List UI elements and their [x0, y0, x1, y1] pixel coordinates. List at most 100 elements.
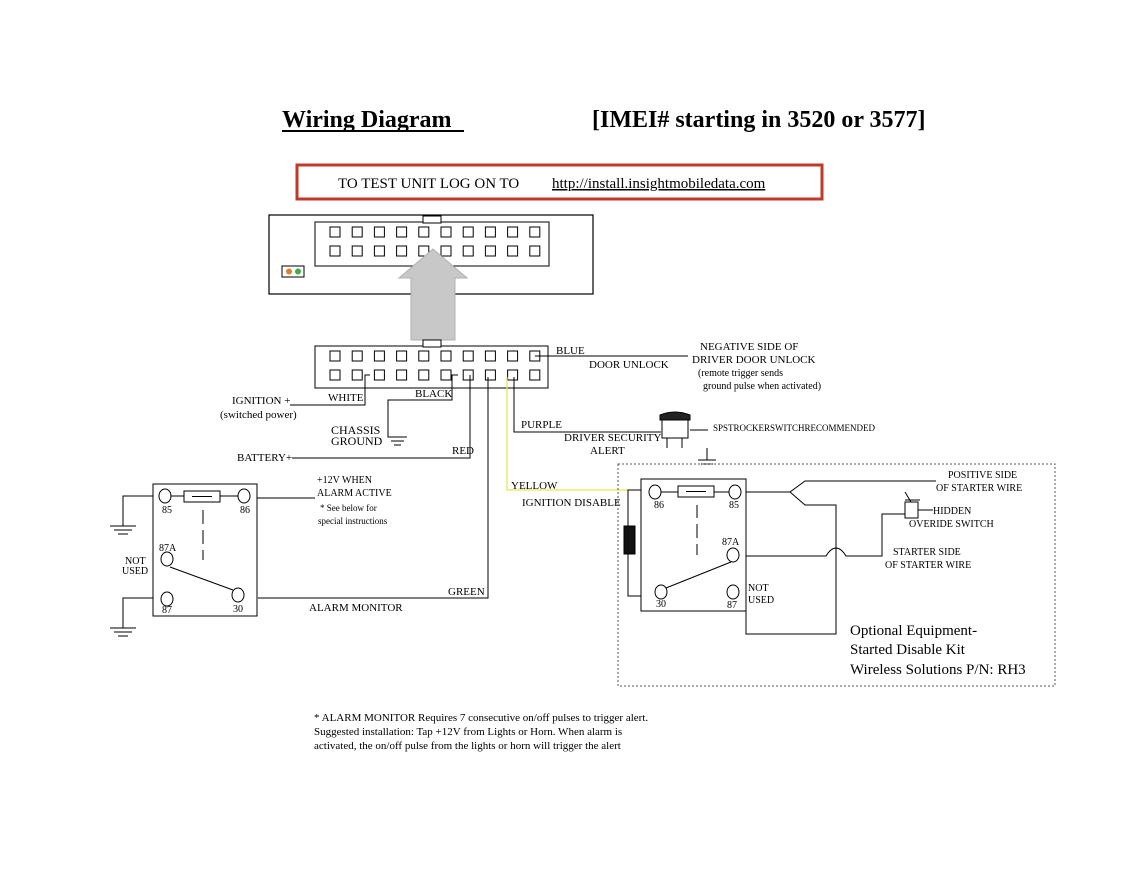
label-starter-2: OF STARTER WIRE — [885, 560, 971, 571]
label-blue: BLUE — [556, 345, 585, 357]
label-driver-sec-2: ALERT — [590, 445, 625, 457]
optional-kit-line-3: Wireless Solutions P/N: RH3 — [850, 662, 1026, 678]
unit-pin — [418, 245, 430, 257]
starter-pin-87: 87 — [727, 600, 737, 611]
harness-pin — [507, 350, 519, 362]
starter-pin-86: 86 — [654, 500, 664, 511]
label-12v-2: ALARM ACTIVE — [317, 488, 392, 499]
starter-not-used-2: USED — [748, 595, 774, 606]
unit-pin — [351, 245, 363, 257]
wire-paths — [258, 355, 688, 599]
rocker-switch-icon — [659, 411, 716, 465]
unit-pin — [373, 226, 385, 238]
harness-pin — [484, 369, 496, 381]
unit-pin-grid — [329, 226, 541, 257]
unit-pin — [396, 245, 408, 257]
label-ignition-2: (switched power) — [220, 409, 297, 421]
starter-relay-internals — [648, 484, 742, 600]
label-ignition-disable: IGNITION DISABLE — [522, 497, 621, 509]
label-pos-1: POSITIVE SIDE — [948, 470, 1017, 481]
test-notice-link[interactable]: http://install.insightmobiledata.com — [552, 176, 766, 192]
label-starter-1: STARTER SIDE — [893, 547, 961, 558]
harness-pin — [529, 369, 541, 381]
alarm-not-used-2: USED — [122, 566, 148, 577]
footnote-line-3: activated, the on/off pulse from the lig… — [314, 740, 621, 752]
unit-pin — [396, 226, 408, 238]
label-ignition-1: IGNITION + — [232, 395, 290, 407]
label-hidden-2: OVERIDE SWITCH — [909, 519, 994, 530]
alarm-pin-87: 87 — [162, 605, 172, 616]
label-neg-door-3: (remote trigger sends — [698, 368, 783, 379]
unit-pin — [440, 226, 452, 238]
alarm-pin-30: 30 — [233, 604, 243, 615]
toggle-switch-icon — [904, 491, 933, 519]
label-battery: BATTERY+ — [237, 452, 292, 464]
label-white: WHITE — [328, 392, 364, 404]
harness-pin — [462, 369, 474, 381]
label-alarm-monitor: ALARM MONITOR — [309, 602, 403, 614]
yellow-wire — [506, 377, 628, 491]
led-green-icon — [295, 268, 301, 275]
labels: BLUE DOOR UNLOCK NEGATIVE SIDE OF DRIVER… — [122, 341, 1022, 616]
label-pos-2: OF STARTER WIRE — [936, 483, 1022, 494]
connect-arrow-icon — [397, 248, 469, 341]
starter-not-used-1: NOT — [748, 583, 769, 594]
alarm-relay-wires — [110, 495, 315, 637]
unit-pin — [329, 226, 341, 238]
harness-pin — [440, 350, 452, 362]
label-driver-sec-1: DRIVER SECURITY — [564, 432, 662, 444]
test-notice-prefix: TO TEST UNIT LOG ON TO — [338, 176, 519, 192]
fuse-icon — [623, 525, 636, 555]
unit-pin — [373, 245, 385, 257]
label-12v-1: +12V WHEN — [317, 475, 372, 486]
unit-pin — [484, 226, 496, 238]
unit-pin — [484, 245, 496, 257]
label-neg-door-1: NEGATIVE SIDE OF — [700, 341, 798, 353]
optional-kit-line-1: Optional Equipment- — [850, 623, 977, 639]
starter-pin-87a: 87A — [722, 537, 740, 548]
label-red: RED — [452, 445, 474, 457]
label-chassis-2: GROUND — [331, 434, 383, 448]
harness-pin — [351, 369, 363, 381]
unit-pin — [507, 226, 519, 238]
alarm-pin-86: 86 — [240, 505, 250, 516]
label-see-1: * See below for — [320, 503, 377, 513]
label-chassis-1: CHASSIS — [331, 423, 380, 437]
harness-pin — [351, 350, 363, 362]
footnote-line-2: Suggested installation: Tap +12V from Li… — [314, 726, 622, 738]
label-see-2: special instructions — [318, 516, 388, 526]
label-black: BLACK — [415, 388, 452, 400]
unit-pin — [418, 226, 430, 238]
harness-pin — [418, 369, 430, 381]
unit-pin — [462, 226, 474, 238]
harness-pin-grid — [329, 350, 541, 381]
unit-pin — [529, 226, 541, 238]
harness-pin — [507, 369, 519, 381]
label-neg-door-2: DRIVER DOOR UNLOCK — [692, 354, 816, 366]
label-green: GREEN — [448, 586, 485, 598]
optional-kit-text: Optional Equipment- Started Disable Kit … — [850, 623, 1026, 678]
starter-pin-85: 85 — [729, 500, 739, 511]
chassis-ground-icon — [388, 436, 407, 446]
alarm-relay-internals — [158, 488, 251, 607]
optional-kit-box — [617, 463, 1056, 687]
unit-pin — [329, 245, 341, 257]
led-orange-icon — [286, 268, 292, 275]
harness-pin — [396, 350, 408, 362]
alarm-pin-85: 85 — [162, 505, 172, 516]
diagram-title: Wiring Diagram — [282, 107, 452, 133]
imei-heading: [IMEI# starting in 3520 or 3577] — [592, 107, 926, 133]
alarm-not-used-1: NOT — [125, 556, 146, 567]
unit-pin — [507, 245, 519, 257]
unit-pin — [462, 245, 474, 257]
unit-pin — [440, 245, 452, 257]
harness-pin — [462, 350, 474, 362]
label-purple: PURPLE — [521, 419, 562, 431]
harness-pin — [373, 369, 385, 381]
label-hidden-1: HIDDEN — [933, 506, 971, 517]
harness-pin — [396, 369, 408, 381]
footnote-line-1: * ALARM MONITOR Requires 7 consecutive o… — [314, 712, 648, 724]
harness-pin — [373, 350, 385, 362]
optional-kit-line-2: Started Disable Kit — [850, 642, 966, 658]
label-spst: SPSTROCKERSWITCHRECOMMENDED — [713, 423, 876, 433]
